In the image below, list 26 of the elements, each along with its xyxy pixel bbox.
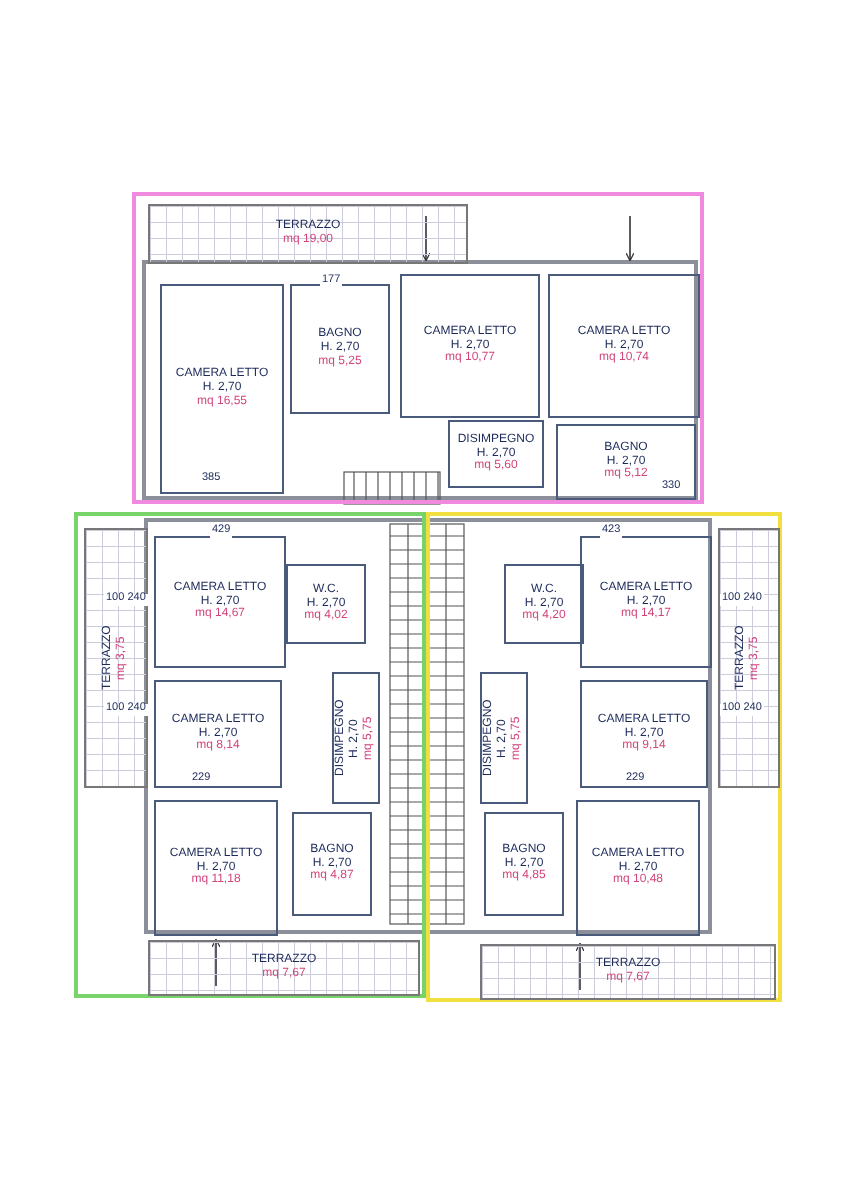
room — [556, 424, 696, 500]
room — [484, 812, 564, 916]
room — [292, 812, 372, 916]
room — [290, 284, 390, 414]
apartment-outline — [132, 192, 704, 504]
room — [154, 536, 286, 668]
apartment-outline — [426, 512, 782, 1002]
terrace-area — [84, 528, 148, 788]
terrace-area — [148, 940, 420, 996]
room — [576, 800, 700, 936]
room — [332, 672, 380, 804]
room — [400, 274, 540, 418]
room — [154, 800, 278, 936]
room — [448, 420, 544, 488]
terrace-area — [148, 204, 468, 264]
room — [580, 536, 712, 668]
room — [480, 672, 528, 804]
room — [160, 284, 284, 494]
room — [504, 564, 584, 644]
room — [548, 274, 700, 418]
terrace-area — [718, 528, 780, 788]
apartment-outline — [74, 512, 426, 998]
room — [580, 680, 708, 788]
room — [286, 564, 366, 644]
terrace-area — [480, 944, 776, 1000]
room — [154, 680, 282, 788]
